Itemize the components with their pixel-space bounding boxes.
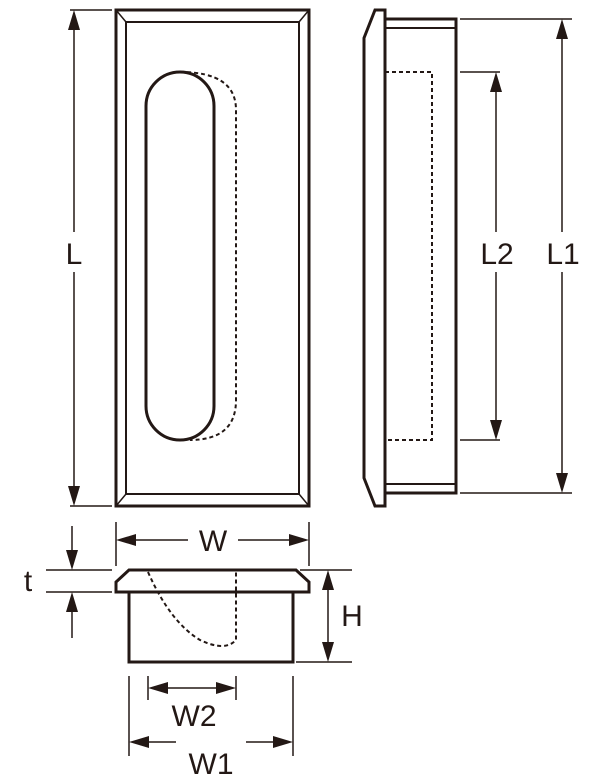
label-L2: L2 <box>480 238 513 271</box>
dimension-L1: L1 <box>460 18 586 494</box>
dimension-H: H <box>296 569 363 663</box>
label-W1: W1 <box>189 748 234 781</box>
label-t: t <box>24 565 33 598</box>
dimension-L2: L2 <box>460 71 520 441</box>
dimension-W: W <box>115 522 310 566</box>
front-inner-frame <box>125 21 300 495</box>
label-H: H <box>341 600 363 633</box>
bottom-body <box>127 590 295 664</box>
dimension-t: t <box>24 526 112 638</box>
side-view <box>362 8 458 508</box>
label-L1: L1 <box>546 238 579 271</box>
bottom-flange <box>114 568 311 594</box>
dimension-W1: W1 <box>128 676 294 781</box>
label-L: L <box>66 238 83 271</box>
bottom-view <box>114 568 311 664</box>
label-W2: W2 <box>172 700 217 733</box>
front-view <box>114 8 311 508</box>
side-flange <box>362 8 387 508</box>
finger-slot-hidden-outline <box>179 71 237 441</box>
front-outer-frame <box>114 8 311 508</box>
dimension-L: L <box>60 9 112 507</box>
finger-slot <box>144 70 216 442</box>
bottom-hidden-curve <box>147 571 237 647</box>
side-body <box>383 17 458 495</box>
side-hidden-pocket <box>385 71 433 441</box>
dimension-W2: W2 <box>147 676 237 733</box>
label-W: W <box>199 525 228 558</box>
